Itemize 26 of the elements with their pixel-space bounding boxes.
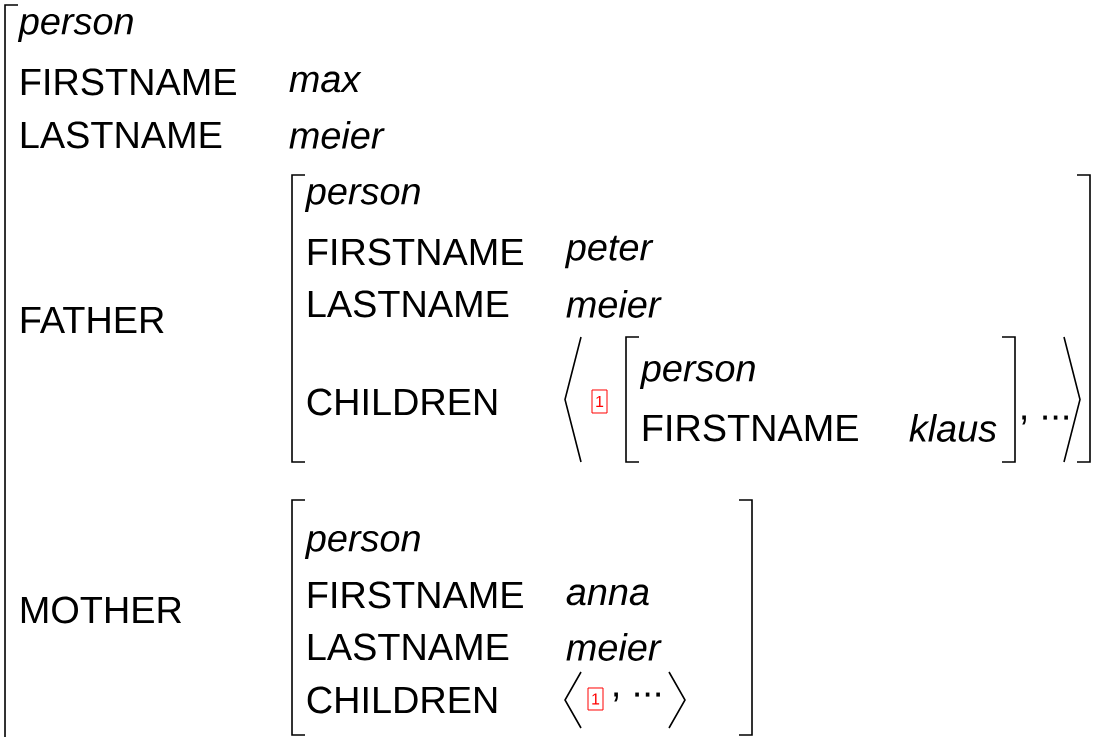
attribute-name: FATHER bbox=[21, 306, 164, 333]
attribute-name: FIRSTNAME bbox=[21, 68, 236, 96]
attribute-name: CHILDREN bbox=[307, 388, 497, 416]
attribute-name: CHILDREN bbox=[307, 686, 497, 714]
attribute-value: person bbox=[17, 13, 133, 43]
attribute-value: meier bbox=[566, 290, 662, 318]
attribute-value: person bbox=[304, 530, 420, 560]
attribute-value: person bbox=[304, 183, 420, 213]
tag-box: 1 bbox=[587, 687, 604, 711]
list-continuation: , ... bbox=[1022, 415, 1068, 425]
attribute-value: meier bbox=[289, 121, 385, 149]
attribute-value: person bbox=[639, 360, 755, 390]
attribute-value: meier bbox=[566, 633, 662, 661]
attribute-value: klaus bbox=[909, 414, 997, 442]
attribute-value: anna bbox=[566, 584, 649, 606]
attribute-name: LASTNAME bbox=[308, 290, 509, 318]
attribute-name: FIRSTNAME bbox=[308, 238, 523, 266]
attribute-name: MOTHER bbox=[21, 596, 182, 624]
tag-box: 1 bbox=[591, 389, 608, 414]
attribute-name: FIRSTNAME bbox=[643, 414, 858, 442]
attribute-name: LASTNAME bbox=[308, 633, 509, 661]
attribute-value: max bbox=[289, 71, 362, 93]
attribute-name: LASTNAME bbox=[21, 121, 222, 149]
attribute-value: peter bbox=[564, 235, 654, 269]
list-continuation: , ... bbox=[614, 692, 660, 702]
attribute-name: FIRSTNAME bbox=[308, 581, 523, 609]
